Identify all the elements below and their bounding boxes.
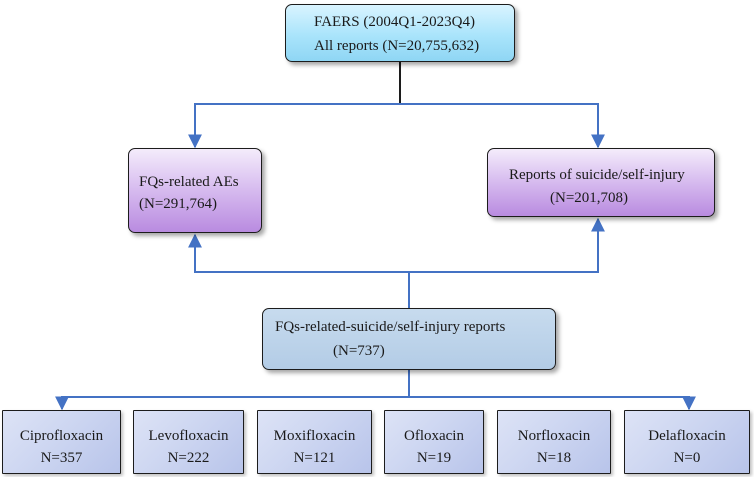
drug-count: N=121 <box>293 450 336 466</box>
fqs-related-aes-count: (N=291,764) <box>139 196 218 212</box>
drug-count: N=18 <box>536 450 572 466</box>
faers-source-count: All reports (N=20,755,632) <box>314 38 480 54</box>
split-line-left-arrow <box>188 103 400 149</box>
intersection-label: FQs-related-suicide/self-injury reports <box>275 319 506 335</box>
suicide-self-injury-box: Reports of suicide/self-injury (N=201,70… <box>487 148 715 217</box>
drug-count: N=19 <box>416 450 452 466</box>
drug-box-delafloxacin: Delafloxacin N=0 <box>624 410 750 474</box>
drug-count: N=222 <box>167 450 210 466</box>
drug-name: Norfloxacin <box>517 428 591 444</box>
drug-name: Levofloxacin <box>148 428 229 444</box>
drug-box-ciprofloxacin: Ciprofloxacin N=357 <box>2 410 121 474</box>
drug-count: N=0 <box>673 450 701 466</box>
faers-source-title: FAERS (2004Q1-2023Q4) <box>314 14 475 30</box>
fqs-related-aes-box: FQs-related AEs (N=291,764) <box>128 148 262 233</box>
drug-box-norfloxacin: Norfloxacin N=18 <box>497 410 611 474</box>
fqs-related-aes-label: FQs-related AEs <box>139 174 239 190</box>
merge-line-right-arrow <box>409 217 605 273</box>
drug-box-moxifloxacin: Moxifloxacin N=121 <box>257 410 372 474</box>
drug-name: Delafloxacin <box>648 428 726 444</box>
suicide-self-injury-label: Reports of suicide/self-injury <box>509 167 685 183</box>
drug-line-right-arrow <box>409 396 696 411</box>
drug-name: Moxifloxacin <box>273 428 356 444</box>
intersection-count: (N=737) <box>333 343 385 359</box>
suicide-self-injury-count: (N=201,708) <box>550 190 629 206</box>
drug-box-levofloxacin: Levofloxacin N=222 <box>133 410 244 474</box>
faers-source-box: FAERS (2004Q1-2023Q4) All reports (N=20,… <box>285 4 515 62</box>
drug-name: Ciprofloxacin <box>19 428 104 444</box>
drug-box-ofloxacin: Ofloxacin N=19 <box>384 410 484 474</box>
drug-count: N=357 <box>40 450 83 466</box>
drug-name: Ofloxacin <box>404 428 464 444</box>
merge-line-left-arrow <box>188 233 409 273</box>
fqs-suicide-intersection-box: FQs-related-suicide/self-injury reports … <box>262 308 556 370</box>
drug-line-left-arrow <box>55 396 409 411</box>
split-line-right-arrow <box>400 103 605 149</box>
